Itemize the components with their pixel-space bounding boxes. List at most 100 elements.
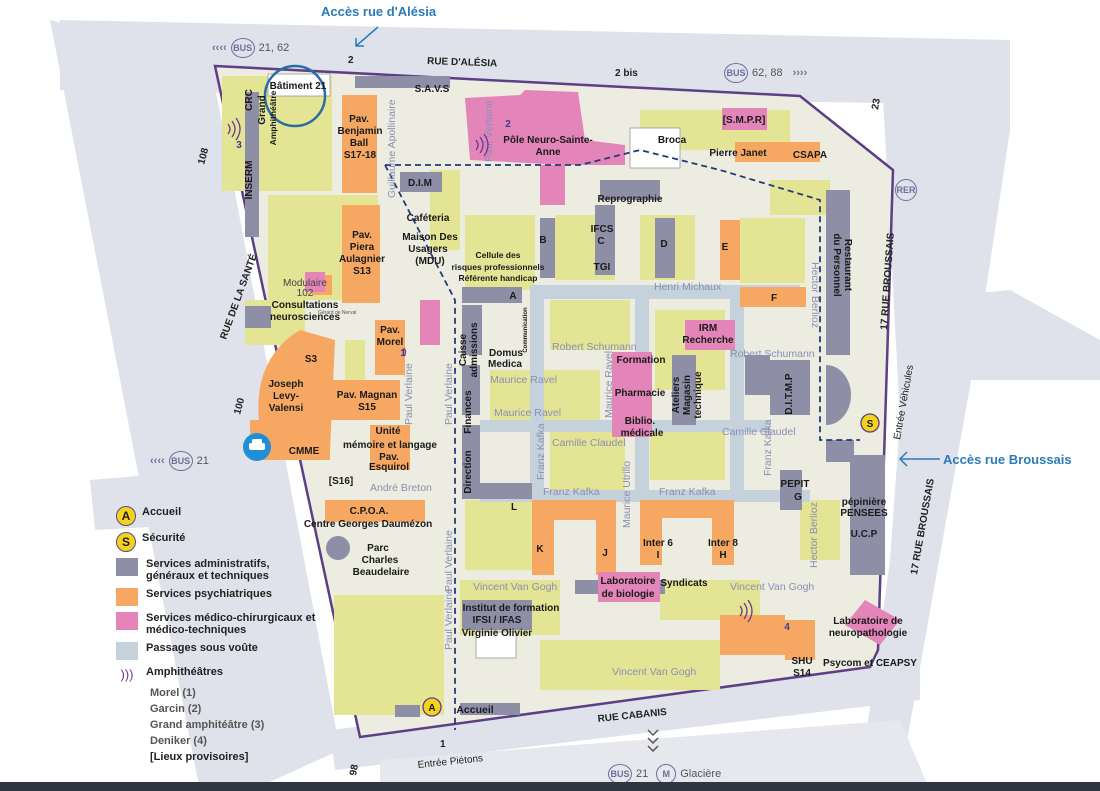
label-amphitheatre: Amphithéâtre <box>268 90 278 145</box>
legend-passages-label: Passages sous voûte <box>146 642 258 654</box>
rer-badge: RER <box>891 179 921 201</box>
street-paul-verlaine-4: Paul Verlaine <box>443 588 455 650</box>
label-pav-aul3: Aulagnier <box>339 254 385 265</box>
bus-icon: BUS <box>230 38 255 58</box>
label-grand: Grand <box>257 95 268 124</box>
sound-icon <box>227 117 753 623</box>
label-shu2: S14 <box>793 668 811 679</box>
label-syndicats: Syndicats <box>660 578 708 589</box>
label-pav-magnan2: S15 <box>358 402 376 413</box>
bus-icon: BUS <box>608 764 632 784</box>
bus-lines: 21 <box>196 455 209 467</box>
label-parc3: Beaudelaire <box>353 567 410 578</box>
label-formation: Formation <box>617 355 666 366</box>
swatch-passages <box>116 642 138 660</box>
label-restaurant1: Restaurant <box>842 239 853 292</box>
street-camille-claudel-r: Camille Claudel <box>722 426 796 438</box>
securite-icon: S <box>116 532 136 552</box>
svg-text:S: S <box>867 419 874 430</box>
label-k: K <box>536 544 544 555</box>
street-guillaume: Guillaume Apollinaire <box>386 99 398 198</box>
label-s16: [S16] <box>329 476 353 487</box>
label-psycom: Psycom et CEAPSY <box>823 658 917 669</box>
street-paul-verlaine-1: Paul Verlaine <box>403 363 415 425</box>
bus-arrows: ‹‹‹‹ <box>150 455 165 467</box>
label-labo-neuro1: Laboratoire de <box>833 616 903 627</box>
label-ifcs1: IFCS <box>591 224 614 235</box>
label-cpoa: C.P.O.A. <box>350 506 389 517</box>
legend-medico: Services médico-chirurgicaux et médico-t… <box>116 612 316 636</box>
label-mdu2: Usagers <box>408 244 448 255</box>
road-cabanis <box>330 660 920 770</box>
bus-lines: 21, 62 <box>258 42 290 54</box>
psy-buildings <box>250 95 820 660</box>
arrow-icon <box>355 26 940 467</box>
street-paul-verlaine-2: Paul Verlaine <box>443 363 455 425</box>
label-labo-bio2: de biologie <box>602 589 655 600</box>
label-communication: Communication <box>523 307 529 353</box>
label-parc2: Charles <box>362 555 399 566</box>
bus-arrows: ›››› <box>792 67 808 79</box>
label-labo-bio1: Laboratoire <box>600 576 655 587</box>
street-vincent-1: Vincent Van Gogh <box>473 581 557 593</box>
label-b: B <box>539 235 546 246</box>
label-ucp: U.C.P <box>851 529 878 540</box>
label-inserm: INSERM <box>244 161 255 200</box>
label-tgi: TGI <box>594 262 611 273</box>
label-cellule2: risques professionnels <box>451 262 544 272</box>
legend-psy-label: Services psychiatriques <box>146 588 272 600</box>
batiment-21-highlight <box>263 64 327 128</box>
label-caisse2: admissions <box>469 322 480 377</box>
legend-garcin: Garcin (2) <box>150 703 202 715</box>
street-number-23: 23 <box>870 97 883 110</box>
street-paul-verlaine-top: Paul Verlaine <box>483 100 495 162</box>
label-irm1: IRM <box>699 323 717 334</box>
bus-left: ‹‹‹‹ BUS 21 <box>150 451 209 471</box>
bus-bottom: BUS 21 M Glacière <box>604 764 721 784</box>
label-l: L <box>511 502 517 513</box>
map-legend: A Accueil S Sécurité Services administra… <box>116 506 316 767</box>
label-pierre-janet: Pierre Janet <box>709 148 767 159</box>
sound-icon: ))) <box>120 667 134 682</box>
label-a: A <box>509 291 516 302</box>
label-finances: Finances <box>463 390 474 434</box>
label-batiment21: Bâtiment 21 <box>270 81 327 92</box>
label-restaurant2: du Personnel <box>831 233 842 297</box>
legend-securite: S Sécurité <box>116 532 316 552</box>
street-henri-michaux: Henri Michaux <box>654 281 722 293</box>
accueil-icon: A <box>116 506 136 526</box>
street-maurice-ravel-v: Maurice Ravel <box>603 351 615 418</box>
label-unite2: mémoire et langage <box>343 440 437 451</box>
label-institut3: Virginie Olivier <box>462 628 533 639</box>
label-reprographie: Reprographie <box>597 194 662 205</box>
legend-grand: Grand amphitéâtre (3) <box>150 719 265 731</box>
medico-buildings <box>305 90 900 645</box>
label-morel-num: 1 <box>400 348 406 359</box>
svg-text:A: A <box>428 703 435 714</box>
street-number-1: 1 <box>440 739 446 750</box>
label-parc1: Parc <box>367 543 389 554</box>
street-andre-breton: André Breton <box>370 482 432 494</box>
label-csapa: CSAPA <box>793 150 827 161</box>
label-broca: Broca <box>658 135 687 146</box>
bus-top-left: ‹‹‹‹ BUS 21, 62 <box>212 38 289 58</box>
bus-icon: BUS <box>168 451 193 471</box>
legend-deniker: Deniker (4) <box>150 735 207 747</box>
street-camille-claudel-l: Camille Claudel <box>552 437 626 449</box>
label-ateliers1: Ateliers <box>671 376 682 413</box>
label-biblio2: médicale <box>621 428 664 439</box>
label-joseph3: Valensi <box>269 403 304 414</box>
street-hector-berlioz-bot: Hector Berlioz <box>808 502 820 568</box>
label-unite1: Unité <box>376 426 401 437</box>
label-pole1: Pôle Neuro-Sainte- <box>503 135 592 146</box>
legend-morel: Morel (1) <box>150 687 196 699</box>
legend-medico-label: Services médico-chirurgicaux et médico-t… <box>146 612 316 636</box>
label-inter8a: Inter 8 <box>708 538 738 549</box>
street-maurice-ravel-2: Maurice Ravel <box>494 407 561 419</box>
access-broussais: Accès rue Broussais <box>943 452 1072 467</box>
street-alesia: RUE D'ALÉSIA <box>427 54 498 69</box>
admin-buildings <box>245 76 885 717</box>
street-hector-berlioz-top: Hector Berlioz <box>809 262 821 328</box>
label-direction: Direction <box>463 450 474 493</box>
